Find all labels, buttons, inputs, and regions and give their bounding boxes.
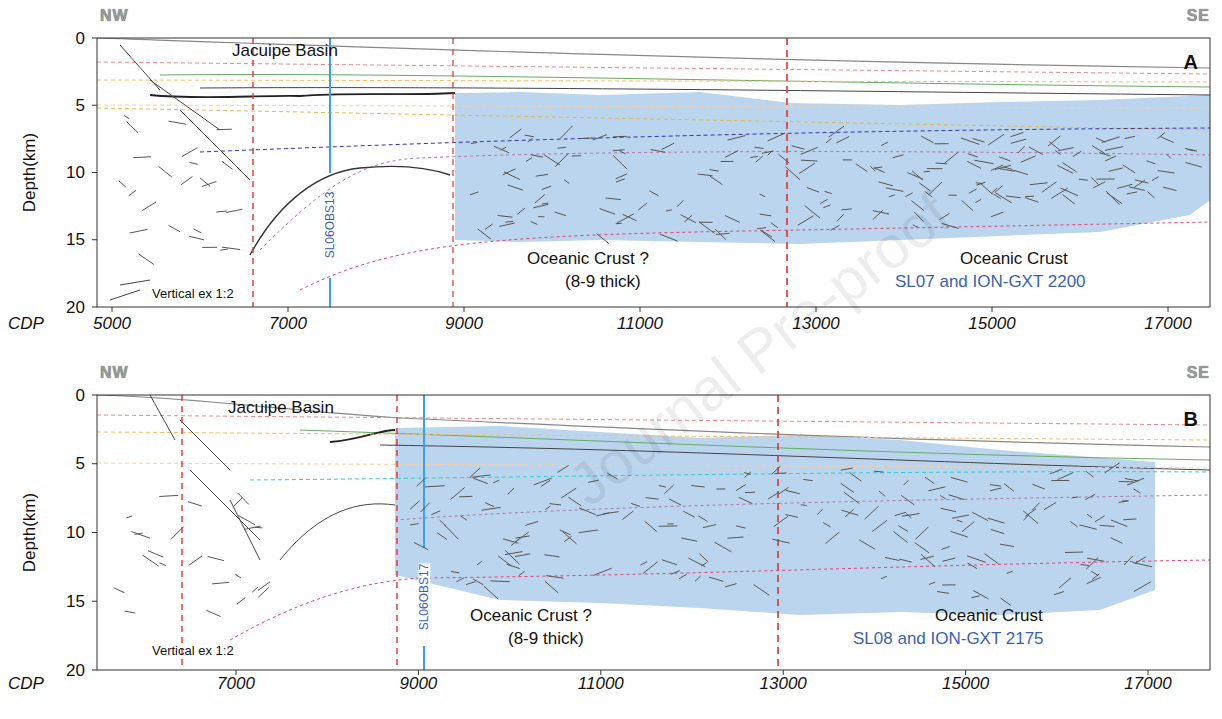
tick-label: 9000	[399, 675, 437, 692]
tick-label: 11000	[617, 315, 663, 332]
tick-label: 20	[66, 662, 85, 679]
tick-label: 15	[66, 593, 85, 610]
tick-label: 17000	[1144, 315, 1191, 332]
tick-label: 9000	[445, 315, 483, 332]
tick-label: 0	[76, 387, 85, 404]
panel-letter: B	[1184, 409, 1198, 429]
tick-label: 7000	[269, 315, 307, 332]
line-label: SL08 and ION-GXT 2175	[853, 630, 1044, 647]
orientation-label: NW	[100, 8, 129, 24]
tick-label: 15	[66, 231, 85, 248]
exaggeration-note: Vertical ex 1:2	[152, 287, 234, 300]
basin-label: Jacuipe Basin	[228, 399, 334, 416]
tick-label: 15000	[942, 675, 989, 692]
axis-title: Depth(km)	[22, 133, 39, 212]
crust-label: Oceanic Crust ?	[527, 250, 649, 267]
tick-label: 13000	[760, 675, 807, 692]
tick-label: 10	[66, 524, 85, 541]
tick-label: 15000	[968, 315, 1015, 332]
crust-label: Oceanic Crust ?	[470, 607, 592, 624]
tick-label: 11000	[578, 675, 624, 692]
obs-label: SL06OBS17	[418, 564, 430, 631]
tick-label: 7000	[217, 675, 255, 692]
tick-label: 0	[76, 30, 85, 47]
orientation-label: SE	[1187, 8, 1210, 24]
panel-a	[92, 38, 1210, 312]
tick-label: 5000	[93, 315, 131, 332]
crust-fill	[395, 426, 1155, 615]
tick-label: 20	[66, 299, 85, 316]
basin-label: Jacuipe Basin	[232, 42, 338, 59]
reflector-strokes	[113, 116, 1201, 617]
axis-title: CDP	[8, 675, 44, 692]
thickness-note: (8-9 thick)	[565, 273, 641, 290]
tick-label: 10	[66, 164, 85, 181]
tick-label: 5	[76, 455, 85, 472]
crust-fill	[455, 92, 1210, 244]
axis-title: CDP	[8, 315, 44, 332]
panel-letter: A	[1184, 52, 1198, 72]
tick-label: 17000	[1124, 675, 1171, 692]
orientation-label: NW	[100, 365, 129, 381]
crust-label: Oceanic Crust	[960, 250, 1068, 267]
thickness-note: (8-9 thick)	[508, 630, 584, 647]
obs-label: SL06OBS13	[324, 192, 336, 259]
line-label: SL07 and ION-GXT 2200	[895, 273, 1086, 290]
orientation-label: SE	[1187, 365, 1210, 381]
exaggeration-note: Vertical ex 1:2	[152, 644, 234, 657]
tick-label: 5	[76, 97, 85, 114]
axis-title: Depth(km)	[22, 493, 39, 572]
crust-label: Oceanic Crust	[935, 607, 1043, 624]
